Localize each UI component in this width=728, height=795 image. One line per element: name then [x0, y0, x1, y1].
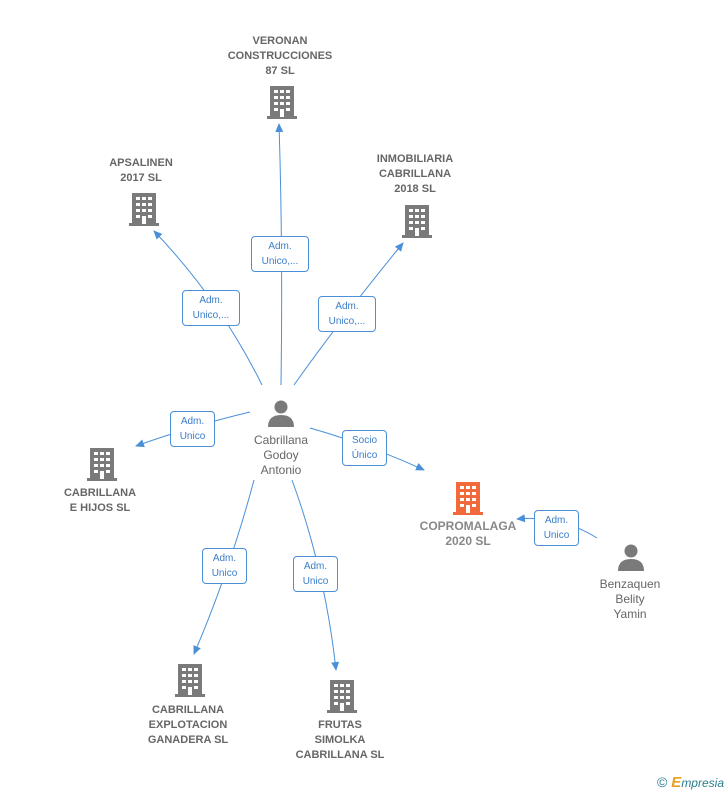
- edge-label-copromalaga[interactable]: Socio Único: [342, 430, 387, 466]
- edge-label-veronan[interactable]: Adm. Unico,...: [251, 236, 309, 272]
- node-label-copromalaga[interactable]: COPROMALAGA 2020 SL: [419, 519, 517, 548]
- edge-label-inmobiliaria[interactable]: Adm. Unico,...: [318, 296, 376, 332]
- building-icon-inmobiliaria[interactable]: [401, 203, 433, 239]
- person-icon-benzaquen[interactable]: [616, 542, 646, 572]
- edge-label-explotacion[interactable]: Adm. Unico: [202, 548, 247, 584]
- building-icon-veronan[interactable]: [266, 84, 298, 120]
- node-label-cabrillana-hijos[interactable]: CABRILLANA E HIJOS SL: [63, 487, 137, 514]
- building-icon-copromalaga[interactable]: [452, 480, 484, 516]
- node-label-frutas[interactable]: FRUTAS SIMOLKA CABRILLANA SL: [295, 719, 385, 761]
- node-label-inmobiliaria[interactable]: INMOBILIARIA CABRILLANA 2018 SL: [376, 153, 454, 195]
- building-icon-explotacion[interactable]: [174, 662, 206, 698]
- node-label-benzaquen[interactable]: Benzaquen Belity Yamin: [599, 577, 661, 621]
- edge-label-benzaquen[interactable]: Adm. Unico: [534, 510, 579, 546]
- brand-logo-e: E: [671, 774, 682, 791]
- edge-label-apsalinen[interactable]: Adm. Unico,...: [182, 290, 240, 326]
- node-label-explotacion[interactable]: CABRILLANA EXPLOTACION GANADERA SL: [147, 704, 229, 746]
- copyright-icon: ©: [656, 774, 668, 790]
- building-icon-apsalinen[interactable]: [128, 191, 160, 227]
- building-icon-frutas[interactable]: [326, 678, 358, 714]
- empresia-brand: ©Empresia: [657, 774, 724, 791]
- node-label-apsalinen[interactable]: APSALINEN 2017 SL: [109, 157, 173, 184]
- building-icon-cabrillana-hijos[interactable]: [86, 446, 118, 482]
- node-label-person-main[interactable]: Cabrillana Godoy Antonio: [253, 433, 309, 477]
- edge-label-frutas[interactable]: Adm. Unico: [293, 556, 338, 592]
- person-icon-main[interactable]: [266, 398, 296, 428]
- node-label-veronan[interactable]: VERONAN CONSTRUCCIONES 87 SL: [227, 35, 333, 77]
- edge-label-cabrillana-hijos[interactable]: Adm. Unico: [170, 411, 215, 447]
- brand-logo-text: mpresia: [681, 776, 724, 790]
